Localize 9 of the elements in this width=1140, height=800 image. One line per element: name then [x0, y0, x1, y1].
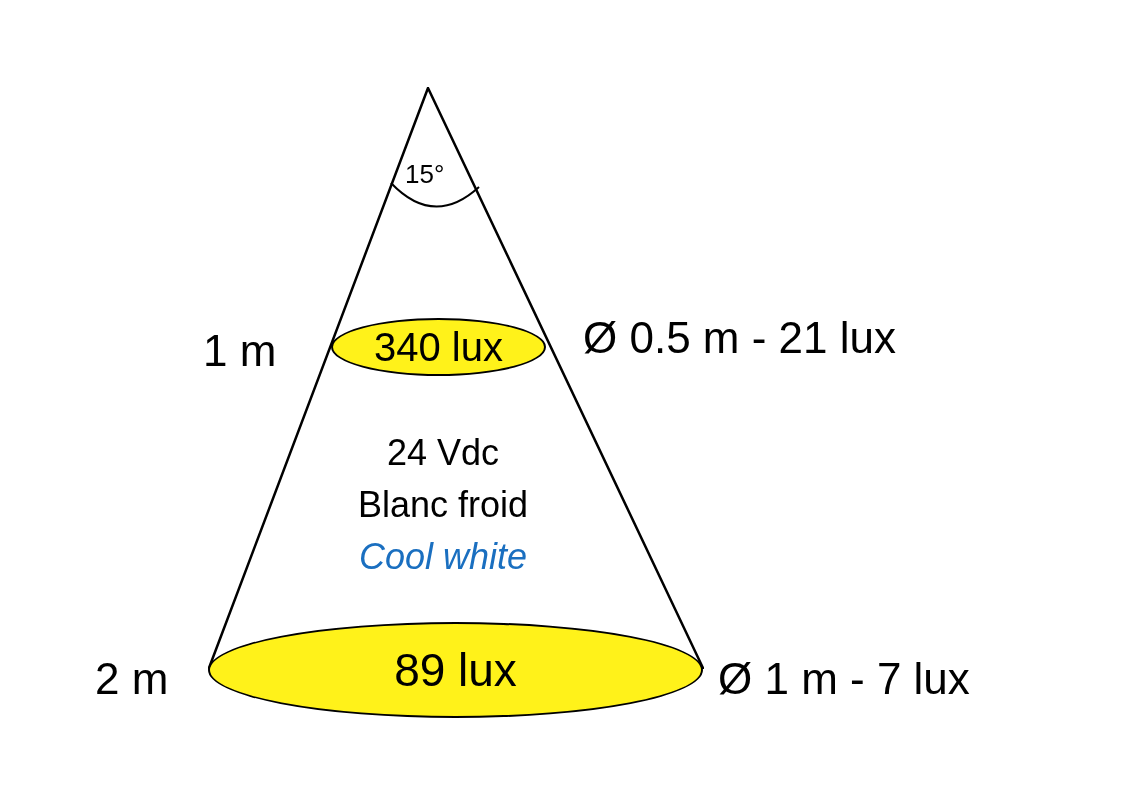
beam-spec-label: Ø 0.5 m - 21 lux: [583, 312, 896, 364]
distance-label: 1 m: [203, 325, 277, 377]
beam-spec-label: Ø 1 m - 7 lux: [718, 653, 970, 705]
light-spot-ellipse: 89 lux: [208, 622, 703, 718]
cone-text: 24 Vdc: [386, 431, 500, 475]
angle-label: 15°: [405, 158, 445, 191]
cone-text: Cool white: [358, 535, 528, 579]
cone-text: Blanc froid: [357, 483, 529, 527]
distance-label: 2 m: [95, 653, 169, 705]
